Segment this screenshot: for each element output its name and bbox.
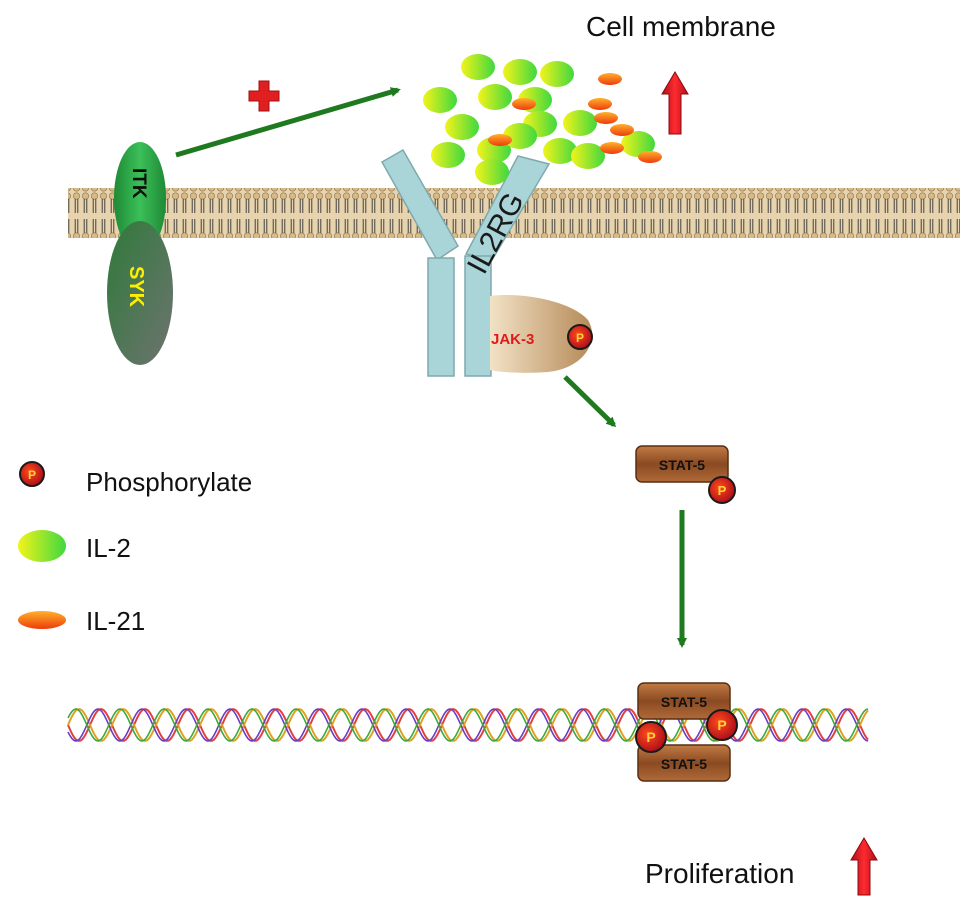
- proliferation-arrow-icon: [850, 837, 878, 896]
- legend-label-phosphorylate: Phosphorylate: [86, 467, 252, 497]
- jak-to-stat-arrow: [563, 375, 617, 428]
- phospho-icon: P: [706, 709, 738, 741]
- jak3-protein: JAK-3 P: [490, 295, 593, 373]
- stat5-cytoplasm: STAT-5 P: [635, 445, 736, 504]
- il2-ellipse-icon: [18, 530, 66, 562]
- svg-text:P: P: [28, 468, 36, 482]
- dna-helix: [67, 708, 869, 742]
- proliferation-label: Proliferation: [645, 858, 794, 889]
- syk-label: SYK: [125, 266, 147, 308]
- itk-label: ITK: [128, 168, 149, 199]
- itk-syk-complex: ITK SYK: [107, 142, 173, 365]
- title-cell-membrane: Cell membrane: [586, 11, 776, 42]
- il21-ellipse-icon: [18, 611, 66, 629]
- svg-text:P: P: [646, 729, 655, 745]
- activation-arrow: [175, 87, 401, 158]
- stat5-label: STAT-5: [659, 457, 705, 473]
- stat5-top-label: STAT-5: [661, 694, 707, 710]
- phospho-icon: P: [708, 476, 736, 504]
- legend: P Phosphorylate IL-2 IL-21: [18, 461, 252, 636]
- svg-text:P: P: [718, 483, 727, 498]
- il21-cluster: [488, 73, 662, 163]
- legend-label-il2: IL-2: [86, 533, 131, 563]
- stat5-bottom-label: STAT-5: [661, 756, 707, 772]
- increase-arrow-icon: [661, 71, 689, 135]
- jak3-label: JAK-3: [491, 331, 534, 348]
- legend-label-il21: IL-21: [86, 606, 145, 636]
- legend-item-il21: IL-21: [18, 606, 145, 636]
- legend-item-phosphorylate: P Phosphorylate: [19, 461, 252, 497]
- svg-text:P: P: [717, 717, 726, 733]
- il2-cluster: [423, 54, 655, 185]
- legend-item-il2: IL-2: [18, 530, 131, 563]
- phospho-icon: P: [19, 461, 45, 487]
- il2rg-receptor: IL2RG: [380, 148, 551, 377]
- svg-text:P: P: [576, 331, 584, 345]
- plus-icon: [248, 80, 280, 112]
- stat5-dimer-dna: STAT-5 STAT-5 P P: [635, 682, 738, 782]
- phospho-icon: P: [635, 721, 667, 753]
- phospho-icon: P: [567, 324, 593, 350]
